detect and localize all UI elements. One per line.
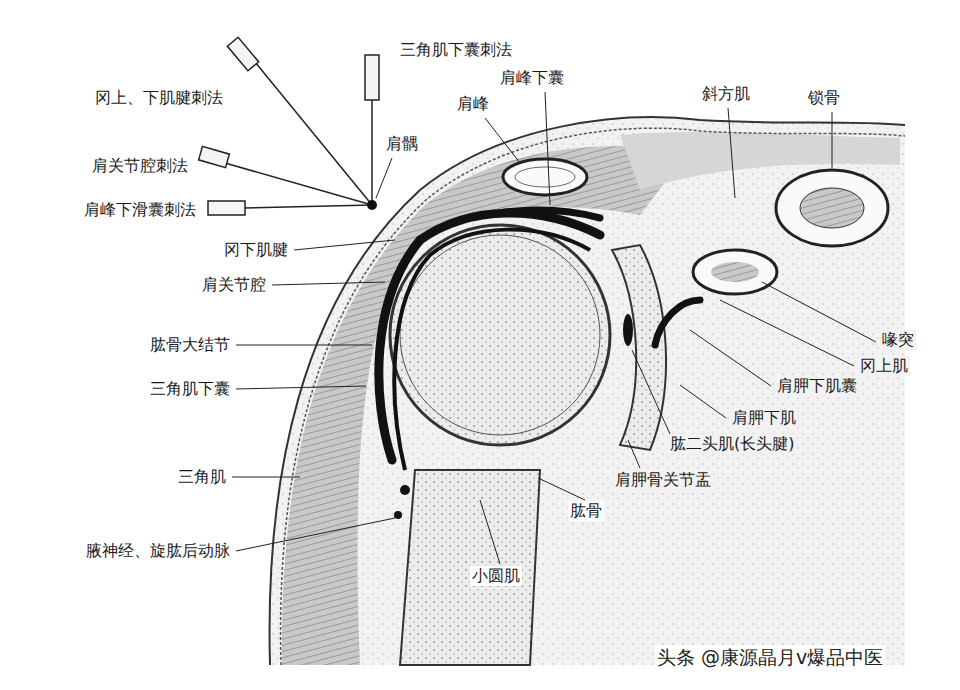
part-label: 腋神经、旋肱后动脉: [84, 541, 232, 561]
part-label: 小圆肌: [470, 566, 522, 586]
part-label: 肩峰下滑囊刺法: [82, 200, 198, 220]
part-label: 肩髃: [384, 134, 420, 154]
watermark: 头条 @康源晶月v爆品中医: [655, 645, 885, 669]
part-label: 三角肌下囊刺法: [398, 40, 514, 60]
part-label: 冈下肌腱: [222, 240, 290, 260]
part-label: 冈上肌: [858, 356, 910, 376]
part-label: 肱骨大结节: [148, 335, 232, 355]
part-label: 三角肌下囊: [148, 379, 232, 399]
part-label: 肩关节腔: [200, 275, 268, 295]
part-label: 肩胛骨关节盂: [613, 470, 713, 490]
part-label: 肩胛下肌囊: [775, 376, 859, 396]
part-label: 肱二头肌(长头腱): [668, 434, 796, 454]
part-label: 喙突: [880, 330, 916, 350]
part-label: 肩胛下肌: [730, 408, 798, 428]
part-label: 肩峰: [455, 94, 491, 114]
part-label: 肩关节腔刺法: [90, 156, 190, 176]
part-label: 斜方肌: [700, 84, 752, 104]
part-label: 肱骨: [568, 501, 604, 521]
part-label: 锁骨: [806, 88, 842, 108]
part-label: 冈上、下肌腱刺法: [93, 88, 225, 108]
part-label: 肩峰下囊: [498, 68, 566, 88]
part-label: 三角肌: [176, 467, 228, 487]
